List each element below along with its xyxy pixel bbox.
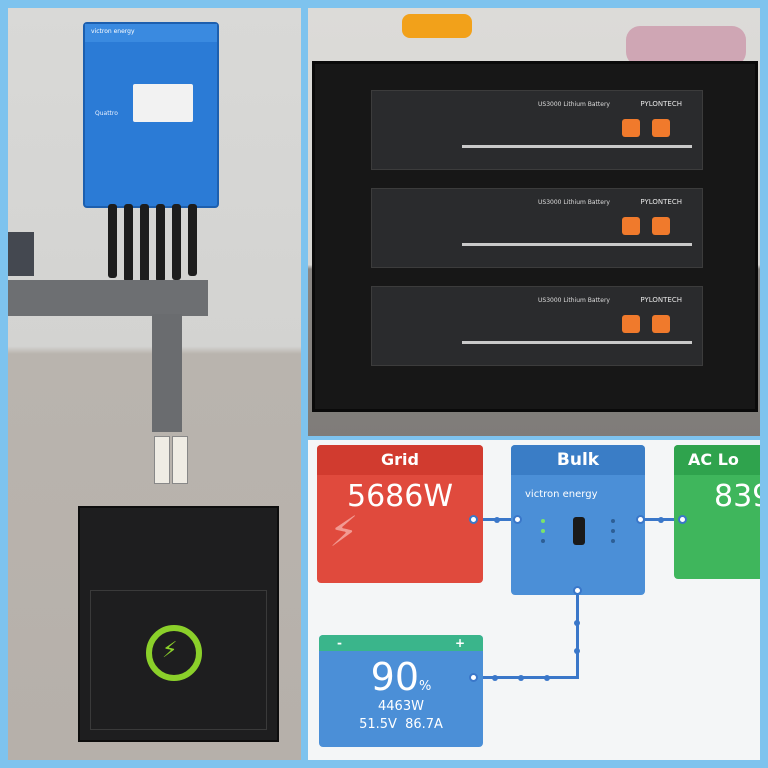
status-led [611, 519, 615, 523]
battery-terminal [622, 217, 640, 235]
inverter-cable [188, 204, 197, 276]
battery-rack: US3000 Lithium Battery PYLONTECH US3000 … [312, 61, 758, 412]
battery-module: US3000 Lithium Battery PYLONTECH [371, 188, 703, 268]
grid-title: Grid [317, 445, 483, 475]
battery-voltage-current: 51.5V 86.7A [319, 717, 483, 732]
flow-line [576, 592, 579, 678]
module-stripe [462, 243, 692, 246]
module-brand: PYLONTECH [640, 296, 682, 304]
battery-module: US3000 Lithium Battery PYLONTECH [371, 286, 703, 366]
flow-dot [494, 517, 500, 523]
flow-dot [574, 648, 580, 654]
power-logo-icon [146, 625, 202, 681]
battery-terminal [622, 315, 640, 333]
connector-dot [513, 515, 522, 524]
battery-tile[interactable]: - + 90% 4463W 51.5V 86.7A [319, 635, 483, 747]
victron-logo: victron energy [525, 489, 598, 500]
lightning-bolt-icon: ⚡ [162, 638, 178, 663]
cabinet-door [90, 590, 267, 730]
battery-soc: 90% [319, 655, 483, 699]
inverter-brand: victron energy [91, 28, 135, 35]
connector-dot [678, 515, 687, 524]
status-led [541, 539, 545, 543]
inverter-state: Bulk [511, 445, 645, 475]
inverter-switch-icon [573, 517, 585, 545]
flow-dot [492, 675, 498, 681]
connector-dot [469, 515, 478, 524]
inverter-model: Quattro [95, 110, 118, 117]
cloth [626, 26, 746, 66]
inverter-top-band [85, 24, 217, 42]
inverter-cable [108, 204, 117, 278]
cable-tray [8, 280, 208, 316]
dc-breaker [154, 436, 170, 484]
battery-minus: - [337, 636, 342, 650]
installation-photo-left: victron energy Quattro ⚡ [8, 8, 301, 760]
battery-terminal [622, 119, 640, 137]
battery-terminal [652, 315, 670, 333]
inverter-label-plate [133, 84, 193, 122]
flow-dot [544, 675, 550, 681]
status-led [541, 519, 545, 523]
module-label: US3000 Lithium Battery [538, 297, 610, 304]
pylon-icon: ⚡ [329, 507, 359, 556]
dc-breaker [172, 436, 188, 484]
battery-plus: + [454, 636, 465, 650]
grid-tile[interactable]: Grid 5686W ⚡ [317, 445, 483, 583]
victron-inverter: victron energy Quattro [83, 22, 219, 208]
ac-loads-title: AC Lo [674, 445, 760, 475]
status-led [611, 539, 615, 543]
inverter-cable [140, 204, 149, 284]
grid-power-value: 5686W [346, 479, 453, 514]
flow-dot [518, 675, 524, 681]
inverter-tile[interactable]: Bulk victron energy [511, 445, 645, 595]
inverter-cable [172, 204, 181, 280]
inverter-cable [124, 204, 133, 282]
module-stripe [462, 145, 692, 148]
battery-header: - + [319, 635, 483, 651]
flow-dot [658, 517, 664, 523]
battery-terminal [652, 217, 670, 235]
ac-loads-tile[interactable]: AC Lo 839 [674, 445, 760, 579]
battery-current: 86.7A [405, 717, 443, 732]
status-led [541, 529, 545, 533]
battery-module: US3000 Lithium Battery PYLONTECH [371, 90, 703, 170]
wall-control-panel [8, 232, 34, 276]
connector-dot [469, 673, 478, 682]
cable-duct [152, 314, 182, 432]
module-label: US3000 Lithium Battery [538, 199, 610, 206]
module-brand: PYLONTECH [640, 198, 682, 206]
battery-terminal [652, 119, 670, 137]
inverter-cable [156, 204, 165, 282]
module-brand: PYLONTECH [640, 100, 682, 108]
clamp-meter [402, 14, 472, 38]
battery-voltage: 51.5V [359, 717, 397, 732]
module-label: US3000 Lithium Battery [538, 101, 610, 108]
battery-soc-value: 90 [370, 655, 419, 699]
battery-power: 4463W [378, 699, 424, 714]
connector-dot [573, 586, 582, 595]
battery-rack-photo: US3000 Lithium Battery PYLONTECH US3000 … [308, 8, 760, 436]
status-led [611, 529, 615, 533]
ac-loads-value: 839 [714, 479, 760, 514]
flow-dot [574, 620, 580, 626]
flow-line [480, 676, 579, 679]
module-stripe [462, 341, 692, 344]
vrm-dashboard: Grid 5686W ⚡ Bulk victron energy AC Lo 8… [308, 440, 760, 760]
battery-soc-unit: % [419, 679, 432, 694]
connector-dot [636, 515, 645, 524]
battery-cabinet [78, 506, 279, 742]
